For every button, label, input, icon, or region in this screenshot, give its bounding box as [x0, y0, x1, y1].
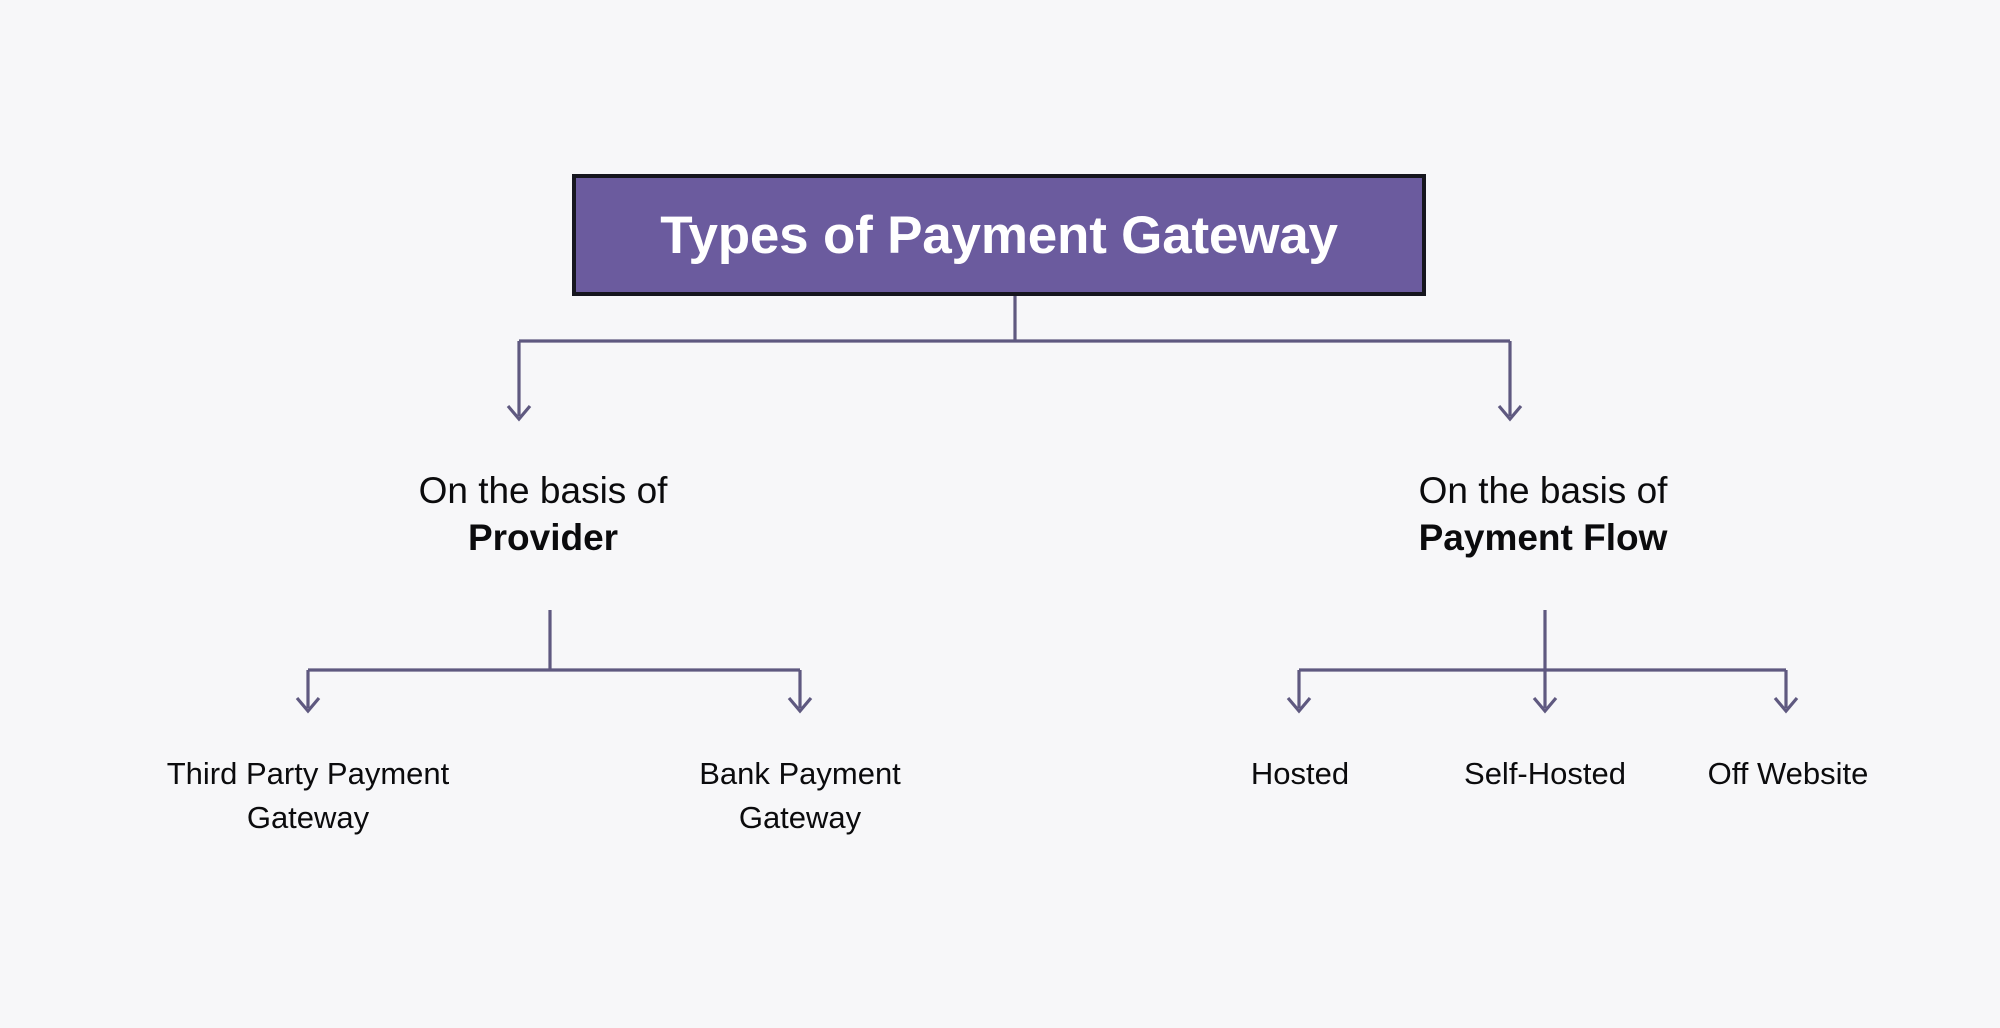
- root-node-label: Types of Payment Gateway: [660, 205, 1338, 265]
- leaf-hosted-label: Hosted: [1250, 756, 1350, 791]
- leaf-node-self-hosted[interactable]: Self-Hosted: [1425, 752, 1665, 796]
- leaf-self-hosted-label: Self-Hosted: [1464, 756, 1626, 791]
- leaf-third-party-line1: Third Party Payment: [166, 756, 450, 791]
- arrowhead-hosted: [1286, 696, 1312, 714]
- arrowhead-self-hosted: [1532, 696, 1558, 714]
- arrowhead-third-party: [295, 696, 321, 714]
- arrowhead-off-website: [1773, 696, 1799, 714]
- arrowhead-level1-right: [1497, 404, 1523, 422]
- leaf-bank-line1: Bank Payment: [699, 756, 901, 791]
- leaf-node-bank-payment-gateway[interactable]: Bank Payment Gateway: [560, 752, 1040, 840]
- branch-node-provider[interactable]: On the basis of Provider: [283, 468, 803, 561]
- leaf-off-website-label: Off Website: [1707, 756, 1869, 791]
- branch-payment-flow-line2: Payment Flow: [1418, 516, 1668, 558]
- root-node-types-of-payment-gateway[interactable]: Types of Payment Gateway: [572, 174, 1426, 296]
- leaf-bank-line2: Gateway: [738, 800, 862, 836]
- branch-node-payment-flow[interactable]: On the basis of Payment Flow: [1283, 468, 1803, 561]
- branch-provider-line2: Provider: [467, 516, 619, 558]
- leaf-node-off-website[interactable]: Off Website: [1668, 752, 1908, 796]
- leaf-node-hosted[interactable]: Hosted: [1180, 752, 1420, 796]
- leaf-third-party-line2: Gateway: [246, 800, 370, 836]
- arrowhead-bank: [787, 696, 813, 714]
- leaf-node-third-party-payment-gateway[interactable]: Third Party Payment Gateway: [68, 752, 548, 840]
- branch-payment-flow-line1: On the basis of: [1418, 470, 1668, 511]
- arrowhead-level1-left: [506, 404, 532, 422]
- branch-provider-line1: On the basis of: [418, 470, 668, 511]
